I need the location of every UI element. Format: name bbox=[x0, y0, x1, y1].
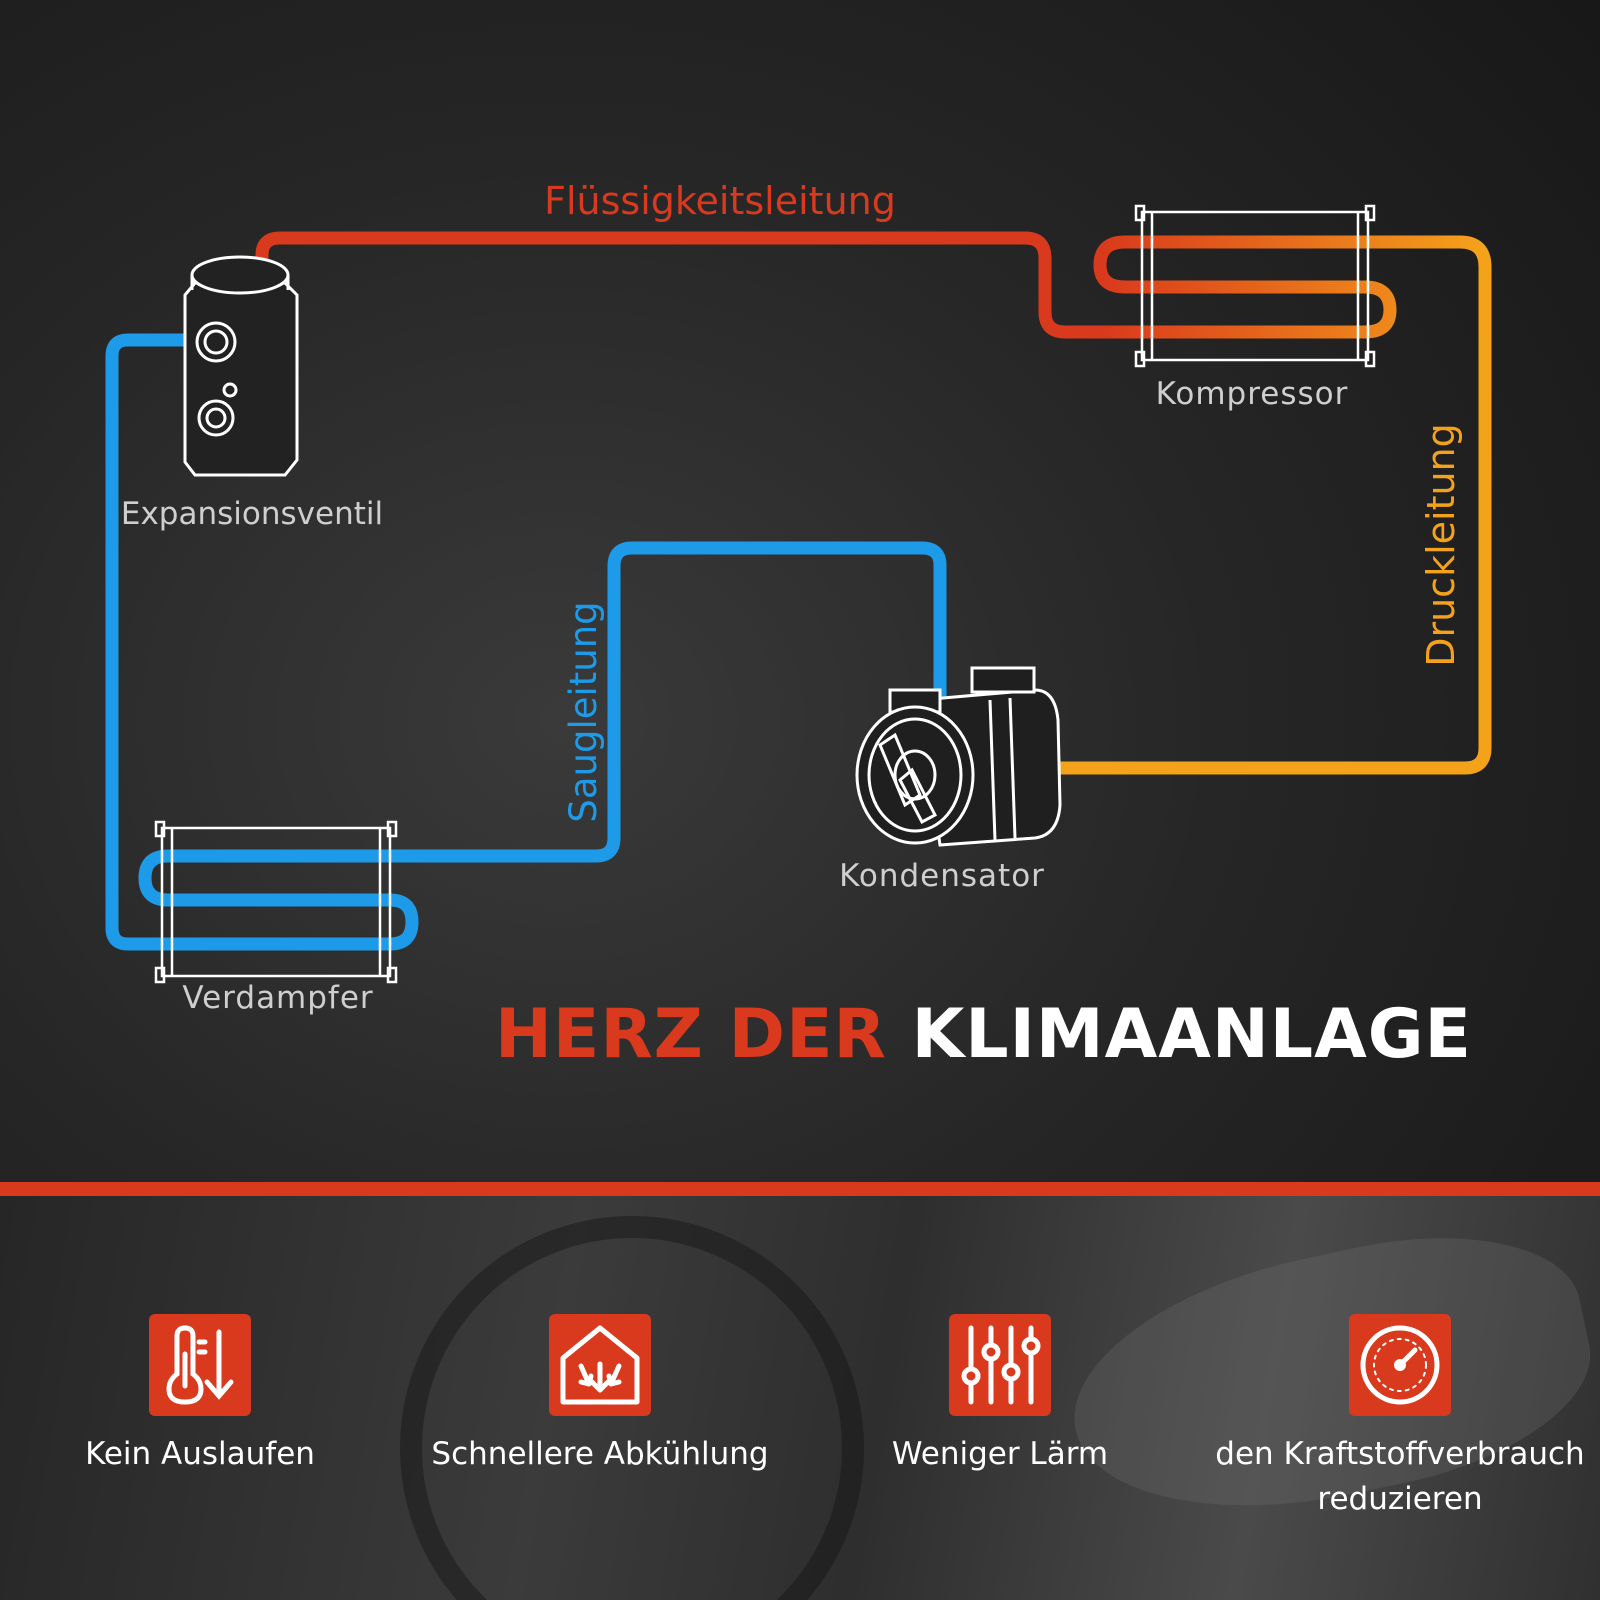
accent-divider bbox=[0, 1182, 1600, 1196]
feature-icon-tile bbox=[149, 1314, 251, 1416]
pressure-line-label: Druckleitung bbox=[1419, 423, 1463, 667]
condenser-drawing bbox=[855, 666, 1062, 847]
feature-label: Schnellere Abkühlung bbox=[431, 1436, 769, 1472]
background-photo-dashboard bbox=[0, 1196, 1600, 1600]
suction-line-pipe bbox=[393, 541, 947, 863]
feature-faster-cooling: Schnellere Abkühlung bbox=[400, 1314, 800, 1477]
expansion-valve-label: Expansionsventil bbox=[121, 496, 383, 532]
evaporator-frame bbox=[154, 820, 398, 984]
evaporator-coil bbox=[105, 333, 419, 951]
feature-less-noise: Weniger Lärm bbox=[800, 1314, 1200, 1477]
thermometer-down-icon bbox=[166, 1325, 234, 1405]
condenser-label: Kondensator bbox=[839, 858, 1045, 894]
gauge-icon bbox=[1360, 1325, 1440, 1405]
feature-label: den Kraftstoffverbrauch reduzieren bbox=[1215, 1436, 1585, 1517]
expansion-valve-drawing bbox=[183, 255, 299, 477]
refrigerant-cycle-diagram: Flüssigkeitsleitung Kompressor Druckleit… bbox=[105, 179, 1492, 1016]
evaporator-label: Verdampfer bbox=[182, 980, 373, 1016]
feature-reduce-fuel-consumption: den Kraftstoffverbrauch reduzieren bbox=[1200, 1314, 1600, 1522]
liquid-line-pipe bbox=[255, 231, 1107, 339]
feature-no-leaking: Kein Auslaufen bbox=[0, 1314, 400, 1477]
compressor-coil bbox=[1093, 235, 1492, 339]
liquid-line-label: Flüssigkeitsleitung bbox=[544, 179, 896, 223]
compressor-frame bbox=[1134, 204, 1376, 368]
headline: HERZ DER KLIMAANLAGE bbox=[495, 995, 1472, 1074]
house-cooling-icon bbox=[560, 1325, 640, 1405]
feature-icon-tile bbox=[549, 1314, 651, 1416]
feature-label: Weniger Lärm bbox=[891, 1436, 1109, 1472]
headline-part-red: HERZ DER bbox=[494, 995, 887, 1074]
suction-line-label: Saugleitung bbox=[562, 601, 605, 822]
feature-label: Kein Auslaufen bbox=[85, 1436, 315, 1472]
feature-icon-tile bbox=[949, 1314, 1051, 1416]
headline-part-white: KLIMAANLAGE bbox=[911, 995, 1472, 1074]
compressor-label: Kompressor bbox=[1156, 376, 1349, 412]
equalizer-sliders-icon bbox=[961, 1325, 1041, 1405]
feature-icon-tile bbox=[1349, 1314, 1451, 1416]
pressure-line-pipe bbox=[1023, 260, 1492, 775]
